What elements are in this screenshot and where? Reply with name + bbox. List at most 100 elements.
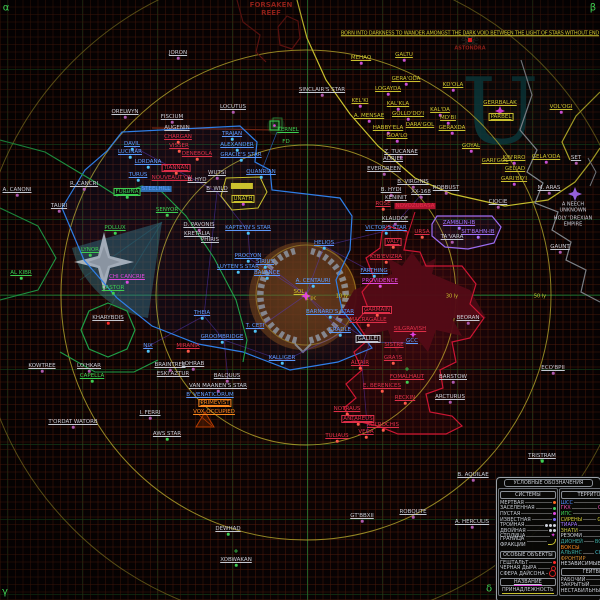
map-label-tristram: TRISTRAM [528, 452, 556, 459]
map-label-eski-aztur: ESKI'AZTUR [156, 370, 190, 377]
legend-special-row: ГЕШТАЛЬТ [500, 560, 556, 566]
star-dot [197, 228, 201, 232]
star-dot [469, 149, 473, 153]
map-label-10-ly: 10 ly [335, 293, 349, 300]
star-dot [470, 525, 474, 529]
map-label-holy-drexian: HOLY 'DREXIAN [553, 215, 593, 222]
star-dot [90, 379, 94, 383]
map-label-fomalhaut: FOMALHAUT [389, 373, 425, 380]
star-dot [265, 276, 269, 280]
map-label-gerrbalak: GERRBALAK [483, 99, 517, 106]
kernel-cube-icon [267, 117, 285, 135]
map-label--: β [589, 2, 597, 14]
map-label-rose: ROSE [375, 200, 391, 207]
territory-green-b [0, 207, 57, 301]
star-dot [87, 369, 91, 373]
map-label-lo-hkar: LO'HKAR [77, 362, 101, 369]
star-dot [215, 176, 219, 180]
map-label-fiscium: FISCIUM [160, 113, 184, 120]
map-label-tiannan: TIANNAN [161, 163, 191, 173]
map-label-al-kibr: AL KIBR [10, 269, 32, 276]
star-dot [381, 428, 385, 432]
map-label-senyor: SENYOR [155, 206, 179, 213]
map-label-augenin: AUGENIN [164, 124, 190, 131]
map-label--: δ [485, 583, 493, 595]
map-label-joron: JORON [168, 49, 188, 56]
star-dot [403, 401, 407, 405]
map-label-visser: VISSER [169, 142, 189, 149]
legend-territory-row: АЛЬЯНСCOPERNICUS [560, 550, 600, 557]
star-dot [15, 193, 19, 197]
star-dot [404, 82, 408, 86]
map-label-kal-da: KAL'DA [430, 106, 450, 113]
map-label-a-neech: A NEECH [561, 201, 585, 208]
map-label-i-ferri: I. FERRI [139, 409, 161, 416]
map-label-a-canoni: A. CANONI [2, 186, 32, 193]
star-dot [165, 437, 169, 441]
map-label-sinclair-s-star: SINCLAIR'S STAR [298, 86, 346, 93]
map-label-a-herculis: A. HERCULIS [454, 518, 490, 525]
map-label-b-wild: B' WILD [206, 185, 228, 192]
legend-territory-row: НЕЗАВИСИМЫЕ СИСТЕМЫ [560, 560, 600, 567]
star-dot [253, 329, 257, 333]
star-dot [176, 56, 180, 60]
star-dot [386, 92, 390, 96]
map-label-garmain: GARMAIN [361, 305, 393, 315]
legend-territory-row: ВОКСЫ [560, 544, 580, 551]
map-label-braintree: BRAINTREE [154, 361, 186, 368]
star-dot [234, 563, 238, 567]
map-label-xobwakan: XOBWAKAN [220, 556, 252, 563]
star-dot [451, 380, 455, 384]
map-label-gt-bbxii: GT'BBXII [350, 512, 374, 519]
map-label-eco-bpii: ECO'BPII [541, 364, 565, 371]
star-dot [176, 140, 180, 144]
star-dot [130, 147, 134, 151]
star-dot [170, 120, 174, 124]
map-label-e-berenices: E. BERENICES [362, 382, 402, 389]
star-dot [328, 315, 332, 319]
legend-territory-row: ШССSOL [561, 500, 600, 506]
border-independent-spur [587, 157, 597, 187]
star-dot [420, 235, 424, 239]
map-label-luyten-s-star: LUYTEN'S STAR [217, 263, 259, 270]
star-dot [231, 110, 235, 114]
map-label-quanrian: QUANRIAN [246, 168, 276, 175]
map-label-balance: BALANCE [254, 269, 280, 276]
map-label-b-venaticorum: B' VENATICORUM [186, 391, 234, 398]
map-label-tuliaus: TULIAUS [325, 432, 349, 439]
star-dot [168, 368, 172, 372]
star-dot [381, 207, 385, 211]
territory-gilgamesh [343, 225, 485, 435]
star-dot [547, 191, 551, 195]
map-label-primevist: PRIMEVIST [198, 398, 232, 408]
star-dot [380, 389, 384, 393]
legend-system-row: СТОЛИЦА✦ [500, 532, 556, 540]
legend-territory-row: ИПСKERNL [561, 511, 600, 517]
legend-territory-row: РЕЗОМИA'NEECH [561, 533, 600, 539]
star-dot [246, 259, 250, 263]
map-label-gracie-s-star: GRACIE'S STAR [220, 151, 262, 158]
map-label-macragalle: MACRAGALLE [349, 316, 387, 323]
forsaken-reef-hex [277, 15, 301, 50]
star-dot [438, 113, 442, 117]
map-label-a-centauri: A. CENTAURI [295, 277, 331, 284]
star-dot [395, 139, 399, 143]
map-label-providence: PROVIDENCE [362, 277, 398, 284]
legend-gateways-header: ГЕЙТВЕИ [560, 568, 600, 577]
map-label-habby-ela: HABBY'ELA [372, 124, 404, 131]
map-label-geraxda: GERAXDA [438, 124, 466, 131]
legend-system-row: ПУСТАЯ [500, 511, 556, 517]
legend-territory-row: ТИАРАZAMBLIN-I [561, 522, 600, 528]
star-dot [259, 175, 263, 179]
map-label-aws-star: AWS STAR [152, 430, 182, 437]
map-label-wutsi: WUTSI [208, 169, 226, 176]
map-label--: α [2, 2, 10, 14]
map-label-m-aras: M. ARAS [537, 184, 561, 191]
map-label-adriel: ADRIEL [383, 155, 403, 162]
star-dot [476, 235, 480, 239]
map-label-goa-lo: GOA'LO [386, 132, 408, 139]
star-dot [200, 316, 204, 320]
map-label-gcc: GCC [406, 337, 418, 344]
